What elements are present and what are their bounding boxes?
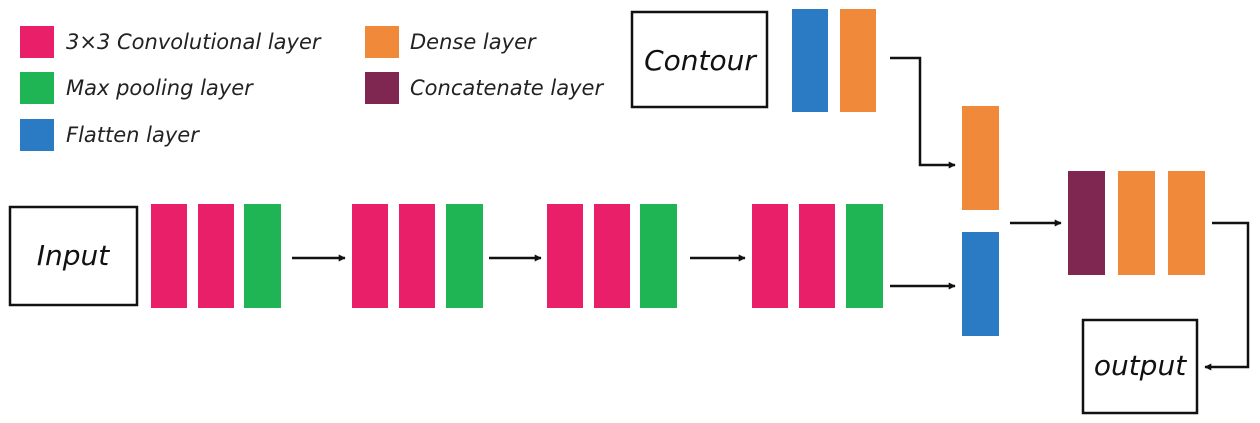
dense-layer bbox=[840, 9, 876, 112]
pool-layer bbox=[640, 204, 677, 308]
conv-layer bbox=[799, 204, 835, 308]
conv-layer bbox=[151, 204, 187, 308]
flatten-layer bbox=[962, 232, 999, 336]
head-stage bbox=[1068, 171, 1205, 275]
input-label: Input bbox=[37, 239, 111, 272]
conv-layer bbox=[352, 204, 388, 308]
output-label: output bbox=[1094, 349, 1187, 382]
legend: 3×3 Convolutional layer Max pooling laye… bbox=[20, 26, 604, 151]
legend-swatch-dense bbox=[365, 26, 399, 58]
conv-layer bbox=[594, 204, 630, 308]
conv-block-1 bbox=[151, 204, 281, 308]
output-box bbox=[1081, 318, 1199, 415]
arrow-head-to-output bbox=[1204, 221, 1250, 371]
conv-block-3 bbox=[547, 204, 677, 308]
arrows bbox=[292, 56, 1250, 371]
contour-label: Contour bbox=[644, 44, 757, 77]
legend-swatch-conv bbox=[20, 26, 54, 58]
pool-layer bbox=[244, 204, 281, 308]
input-box bbox=[8, 205, 139, 307]
arrow-contour-to-dense bbox=[890, 56, 956, 169]
dense-layer bbox=[962, 106, 999, 210]
legend-label-dense: Dense layer bbox=[410, 30, 537, 54]
conv-block-2 bbox=[352, 204, 483, 308]
conv-block-4 bbox=[752, 204, 883, 308]
concat-layer bbox=[1068, 171, 1105, 275]
conv-layer bbox=[752, 204, 788, 308]
merge-stage bbox=[962, 106, 999, 336]
legend-label-concat: Concatenate layer bbox=[410, 76, 604, 100]
dense-layer bbox=[1168, 171, 1205, 275]
legend-swatch-flatten bbox=[20, 119, 54, 151]
input-node: Input bbox=[8, 205, 139, 307]
legend-label-conv: 3×3 Convolutional layer bbox=[66, 30, 322, 54]
legend-swatch-concat bbox=[365, 72, 399, 104]
conv-layer bbox=[547, 204, 583, 308]
legend-label-flatten: Flatten layer bbox=[66, 123, 200, 147]
dense-layer bbox=[1118, 171, 1155, 275]
conv-layer bbox=[198, 204, 234, 308]
conv-layer bbox=[399, 204, 435, 308]
flatten-layer bbox=[792, 9, 828, 112]
contour-box bbox=[630, 10, 769, 109]
pool-layer bbox=[846, 204, 883, 308]
legend-label-pool: Max pooling layer bbox=[66, 76, 254, 100]
pool-layer bbox=[446, 204, 483, 308]
contour-node: Contour bbox=[630, 10, 769, 109]
contour-branch bbox=[792, 9, 876, 112]
output-node: output bbox=[1081, 318, 1199, 415]
legend-swatch-pool bbox=[20, 72, 54, 104]
